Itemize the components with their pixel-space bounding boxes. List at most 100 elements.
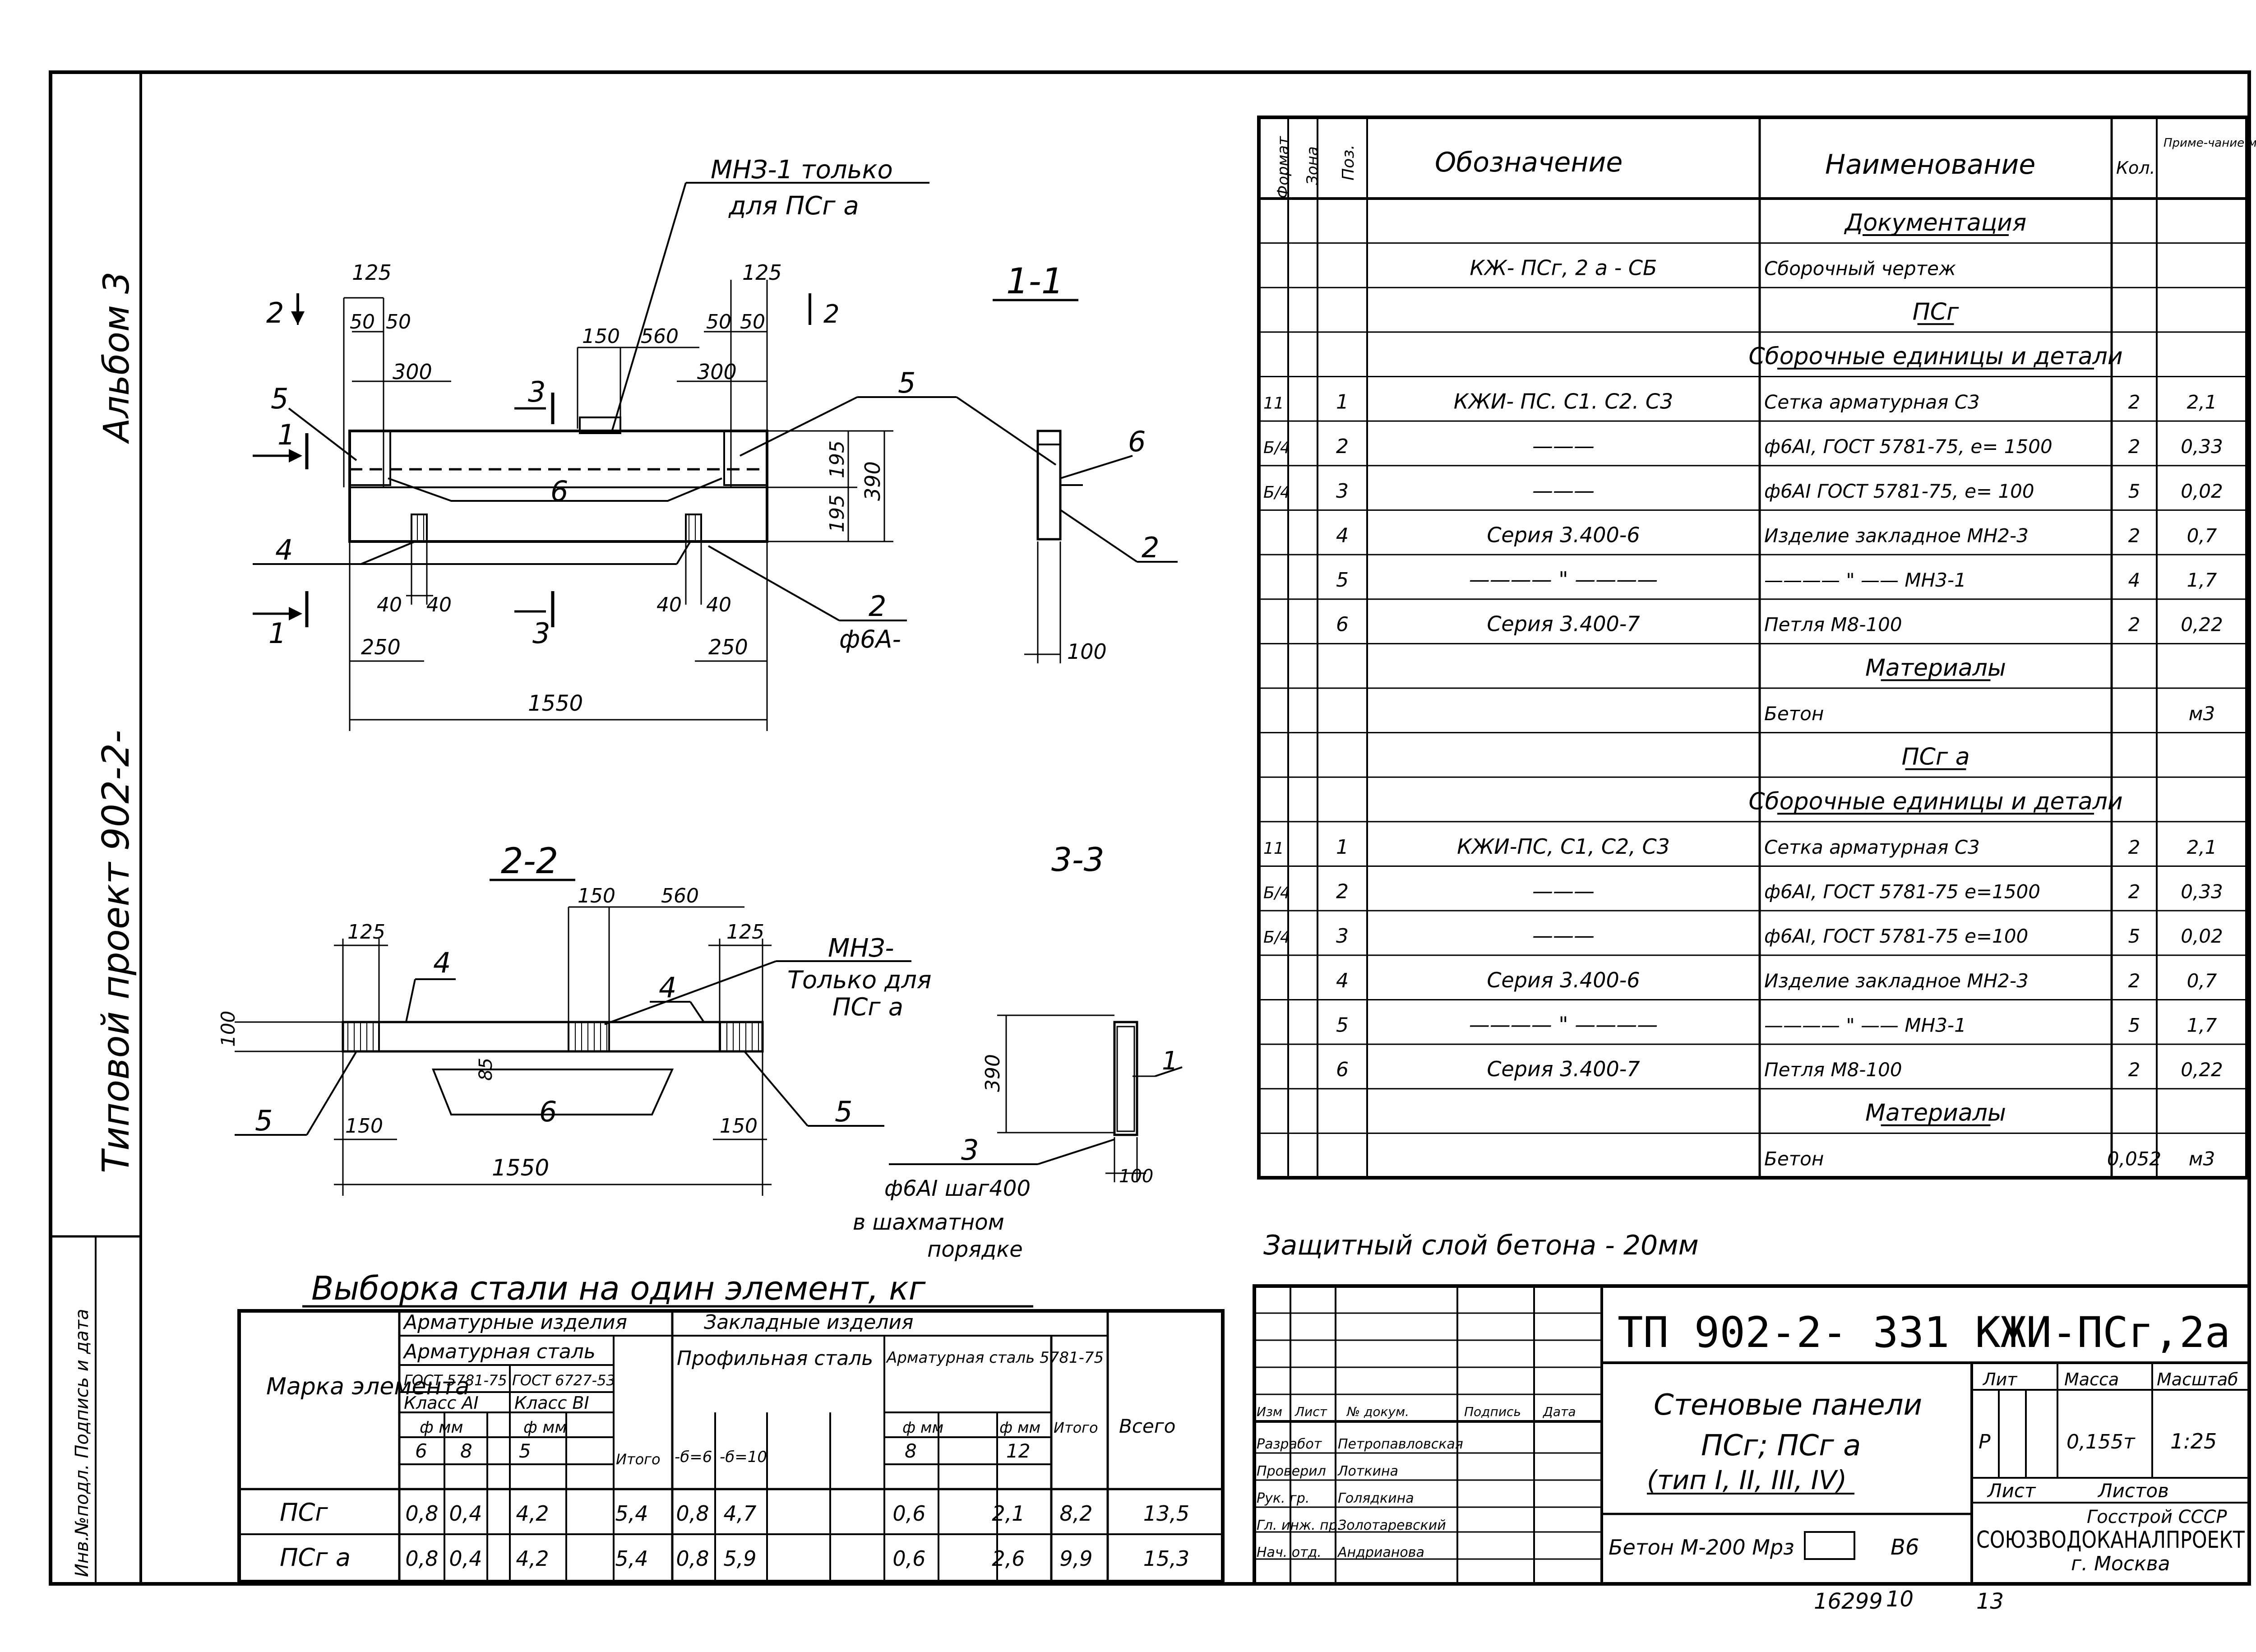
tb-h-doc: № докум. <box>1346 1404 1409 1419</box>
project-title: Типовой проект 902-2- <box>95 730 138 1173</box>
spec-row-note: 0,7 <box>2187 970 2217 992</box>
spec-row-name: Бетон <box>1764 703 1824 725</box>
dim-195b: 195 <box>826 495 849 532</box>
steel-h-dia2: ф мм <box>523 1418 567 1437</box>
steel-cell-p10: 4,7 <box>723 1501 756 1526</box>
spec-row-designation: ——— <box>1532 478 1595 503</box>
steel-h-d5: 5 <box>519 1440 531 1462</box>
steel-h-arm-items: Арматурные изделия <box>402 1311 627 1334</box>
spec-row-name: Сборочные единицы и детали <box>1748 343 2122 370</box>
dim-3-390: 390 <box>981 1054 1004 1092</box>
tb-sheet: Лист <box>1987 1480 2036 1502</box>
cut-3-top: 3 <box>528 375 546 408</box>
dim-125-right: 125 <box>742 260 782 285</box>
spec-row-designation: КЖИ-ПС, С1, С2, С3 <box>1457 834 1670 859</box>
dim-1550: 1550 <box>528 691 583 716</box>
spec-row-format: Б/4 <box>1263 928 1290 947</box>
spec-row-note: 1,7 <box>2187 1014 2217 1036</box>
tb-scale: 1:25 <box>2170 1429 2217 1453</box>
spec-row-name: Сборочные единицы и детали <box>1748 788 2122 815</box>
footer-inv: 16299 <box>1814 1589 1883 1614</box>
spec-row-pos: 5 <box>1336 569 1349 592</box>
footer-n1: 10 <box>1886 1587 1914 1612</box>
tb-sheets: Листов <box>2097 1480 2169 1502</box>
steel-h-class-b: Класс ВI <box>514 1393 589 1413</box>
dim-2-125-left: 125 <box>347 921 385 944</box>
steel-cell-all: 13,5 <box>1143 1501 1189 1526</box>
tb-lit: Р <box>1979 1430 1991 1453</box>
steel-table: Выборка стали на один элемент, кг <box>237 1269 1225 1583</box>
spec-row-name: Сетка арматурная С3 <box>1764 836 1980 858</box>
dim-2-560: 560 <box>661 884 699 907</box>
dim-2-150-top: 150 <box>578 884 615 907</box>
steel-cell-p6: 0,8 <box>676 1546 709 1571</box>
steel-h-dia4: ф мм <box>999 1419 1040 1437</box>
note-3-line3: порядке <box>927 1237 1023 1262</box>
tb-title-line2: ПСг; ПСг а <box>1701 1429 1861 1462</box>
steel-h-gost2: ГОСТ 6727-53 <box>512 1372 615 1389</box>
section-2-2-title: 2-2 <box>501 841 558 882</box>
cut-3-bottom: 3 <box>532 617 550 650</box>
callout-3-3: 3 <box>961 1134 979 1166</box>
spec-row-note: 0,02 <box>2181 480 2223 502</box>
inv-signature-label: Инв.№подл. Подпись и дата <box>72 1309 92 1577</box>
steel-h-dia3: ф мм <box>902 1419 943 1437</box>
dim-50c: 50 <box>706 310 731 333</box>
plate-2-mid <box>568 1021 610 1052</box>
spec-row-pos: 6 <box>1336 613 1349 636</box>
spec-header-zone: Зона <box>1304 146 1322 185</box>
steel-h-d6: 6 <box>415 1440 427 1462</box>
spec-row-format: 11 <box>1263 394 1284 413</box>
plate-2-left <box>342 1021 380 1052</box>
tb-code: ТП 902-2- 331 КЖИ-ПСг,2а -СБ <box>1618 1308 2256 1357</box>
spec-row-pos: 4 <box>1336 524 1349 547</box>
tb-h-mass: Масса <box>2064 1370 2119 1389</box>
steel-h-gost1: ГОСТ 5781-75 <box>404 1372 507 1389</box>
tb-title-line1: Стеновые панели <box>1654 1388 1922 1422</box>
spec-row-note: 0,22 <box>2181 1059 2223 1081</box>
protective-note: Защитный слой бетона - 20мм <box>1263 1230 1699 1261</box>
mnz-note-line1: МНЗ-1 только <box>711 155 893 185</box>
dim-2-125-right: 125 <box>726 921 764 944</box>
tb-h-sign: Подпись <box>1464 1404 1521 1419</box>
callout-4-2-left: 4 <box>433 946 451 979</box>
callout-5-right: 5 <box>898 366 915 399</box>
tb-org3: г. Москва <box>2071 1552 2170 1575</box>
steel-cell-a12: 2,6 <box>992 1546 1025 1571</box>
tb-staff-name: Петропавловская <box>1338 1436 1463 1452</box>
mnz-note-2-line2: Только для <box>787 966 932 994</box>
callout-5-2-right: 5 <box>835 1095 852 1128</box>
spec-row-designation: ——— <box>1532 923 1595 948</box>
dim-125-left: 125 <box>352 260 392 285</box>
steel-h-dia1: ф мм <box>420 1418 463 1437</box>
plate-2-right <box>719 1021 763 1052</box>
spec-row-designation: ———— " ———— <box>1469 1012 1658 1037</box>
spec-row-designation: Серия 3.400-6 <box>1487 968 1640 992</box>
tb-org1: Госстрой СССР <box>2087 1507 2227 1527</box>
callout-2-bottom: 2 <box>869 590 886 623</box>
dim-250-left: 250 <box>361 635 401 659</box>
spec-row-pos: 1 <box>1336 391 1349 414</box>
dim-2-150-left: 150 <box>345 1115 383 1138</box>
spec-row-note: 0,7 <box>2187 524 2217 546</box>
steel-cell-a8: 0,6 <box>892 1501 925 1526</box>
steel-h-class-a: Класс АI <box>404 1393 479 1413</box>
spec-row-name: ф6АI, ГОСТ 5781-75 е=1500 <box>1764 881 2040 903</box>
dim-560: 560 <box>641 325 679 348</box>
spec-row-name: Материалы <box>1865 1100 2006 1127</box>
steel-cell-t1: 5,4 <box>615 1501 648 1526</box>
tb-staff-role: Разработ <box>1257 1436 1322 1452</box>
side-view-outline <box>1036 430 1062 541</box>
tb-staff-name: Золотаревский <box>1338 1518 1446 1533</box>
tb-staff-role: Проверил <box>1257 1463 1326 1479</box>
spec-row-name: Изделие закладное МН2-3 <box>1764 970 2029 992</box>
callout-5-left: 5 <box>271 382 288 415</box>
spec-row-designation: КЖ- ПСг, 2 а - СБ <box>1470 256 1657 280</box>
steel-cell-c8: 0,4 <box>449 1546 482 1571</box>
spec-row-name: Бетон <box>1764 1148 1824 1170</box>
spec-row-name: ф6АI ГОСТ 5781-75, е= 100 <box>1764 480 2034 502</box>
spec-row-pos: 3 <box>1336 480 1349 503</box>
dim-195a: 195 <box>826 440 849 478</box>
spec-row-name: ПСг а <box>1901 744 1969 771</box>
